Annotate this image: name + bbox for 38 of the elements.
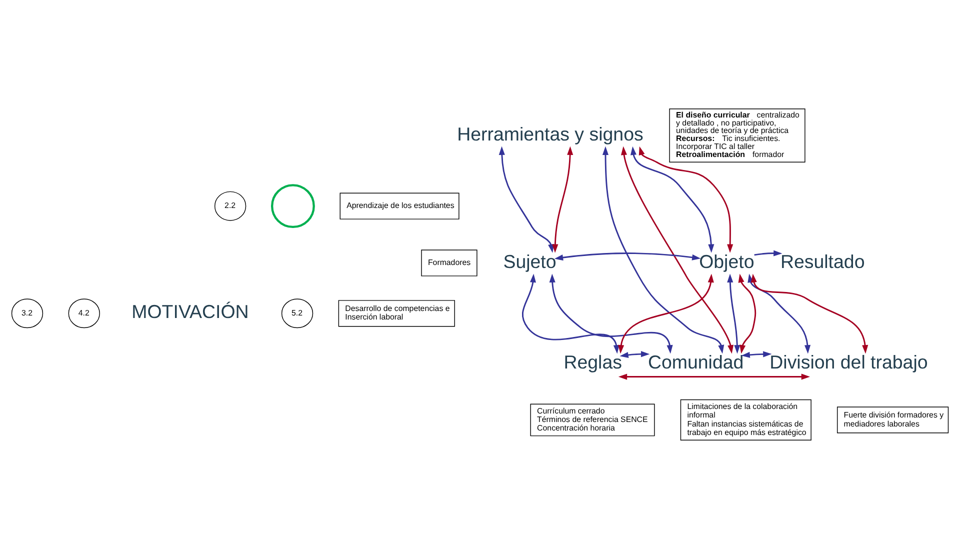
arrow [738, 274, 756, 354]
node-text: Division del trabajo [770, 352, 928, 373]
arrow [549, 274, 673, 354]
node-box: Limitaciones de la colaboración informal Faltan instancias sistemáticas de trabajo en equipo más estratégico [680, 399, 812, 440]
node-text: Resultado [780, 250, 865, 272]
node-text: Comunidad [648, 352, 744, 373]
arrow [620, 351, 650, 358]
node-text: Reglas [564, 352, 622, 373]
arrow [727, 274, 740, 354]
node-box: Formadores [421, 250, 478, 276]
node-text: Herramientas y signos [457, 123, 644, 144]
arrow [522, 274, 620, 354]
node-box: Desarrollo de competencias e Inserción laboral [338, 300, 455, 327]
arrow [630, 146, 714, 253]
node-box: Aprendizaje de los estudiantes [340, 192, 460, 220]
node-circle: 2.2 [214, 191, 246, 221]
arrow [754, 250, 782, 256]
arrow [498, 146, 554, 253]
arrow [748, 274, 811, 354]
node-box: Fuerte división formadores y mediadores laborales [836, 406, 949, 434]
arrow [618, 374, 810, 380]
arrow [554, 252, 701, 261]
node-text: Sujeto [503, 250, 556, 272]
label: MOTIVACIÓN [132, 300, 249, 322]
node-box: El diseño curricular centralizado y detallado , no participativo, unidades de teoría y de práctica Recursos: Tic insuficientes. Incorporar TIC al taller Retroalimentación formador [669, 108, 806, 163]
node-box: Currículum cerrado Términos de referencia SENCE Concentración horaria [530, 404, 655, 436]
arrow [638, 146, 734, 253]
arrow [750, 274, 868, 354]
node-circle: 4.2 [68, 298, 100, 328]
node-circle: 5.2 [281, 298, 314, 328]
arrow [620, 146, 734, 354]
node-circle: 3.2 [11, 298, 44, 328]
arrow [741, 351, 772, 358]
node-text: Objeto [699, 250, 754, 272]
arrow [602, 146, 724, 354]
arrow [618, 274, 714, 354]
arrow [552, 146, 574, 253]
node-circle [271, 184, 315, 228]
